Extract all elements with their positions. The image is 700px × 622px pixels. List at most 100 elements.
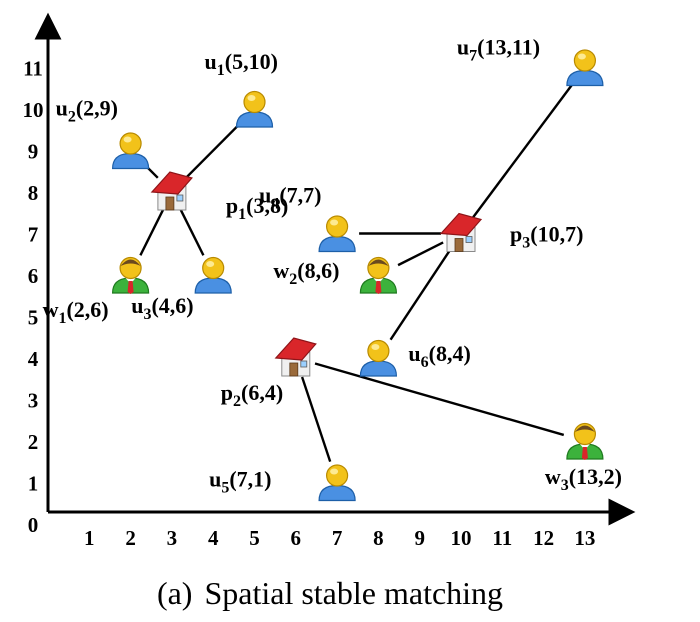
x-tick-label: 2	[125, 526, 136, 550]
edge-p1-u3	[179, 209, 205, 256]
label-coords: (8,6)	[297, 258, 339, 283]
p3-house-icon	[439, 212, 483, 252]
caption-text: Spatial stable matching	[204, 575, 503, 611]
x-tick-label: 10	[451, 526, 472, 550]
label-coords: (13,11)	[477, 35, 540, 60]
label-letter: u	[131, 293, 143, 318]
label-coords: (10,7)	[530, 222, 583, 247]
p1-house-icon	[150, 171, 193, 211]
label-subscript: 1	[217, 62, 225, 79]
label-letter: w	[43, 297, 59, 322]
u1-user-icon	[235, 90, 274, 128]
node-labels: u1(5,10)u2(2,9)u3(4,6)u4(7,7)u5(7,1)u6(8…	[43, 35, 622, 497]
matching-edges	[139, 84, 573, 462]
edge-p1-w1	[139, 209, 165, 256]
label-letter: p	[226, 193, 238, 218]
u6-user-icon	[359, 339, 398, 377]
figure-caption: (a) Spatial stable matching	[157, 575, 503, 611]
p2-house-icon	[274, 337, 317, 377]
label-w2: w2(8,6)	[273, 258, 339, 288]
label-u5: u5(7,1)	[209, 467, 271, 497]
label-letter: u	[457, 35, 469, 60]
label-subscript: 5	[221, 480, 229, 497]
label-letter: u	[408, 341, 420, 366]
y-tick-label: 2	[28, 430, 39, 454]
nodes	[111, 49, 604, 502]
label-p1: p1(3,8)	[226, 193, 288, 223]
y-tick-label: 11	[23, 57, 43, 81]
edge-p3-w2	[397, 241, 444, 267]
x-tick-label: 12	[533, 526, 554, 550]
edge-p1-u1	[185, 123, 240, 179]
edge-p2-u5	[300, 376, 332, 462]
label-p2: p2(6,4)	[221, 380, 283, 410]
y-tick-label: 4	[28, 347, 39, 371]
label-subscript: 3	[561, 477, 569, 494]
label-letter: u	[259, 183, 271, 208]
edge-p3-u6	[389, 249, 451, 341]
edge-p3-u7	[472, 84, 573, 219]
label-p3: p3(10,7)	[510, 222, 583, 252]
label-u6: u6(8,4)	[408, 341, 470, 371]
u2-user-icon	[111, 132, 150, 170]
label-coords: (2,6)	[66, 297, 108, 322]
u5-user-icon	[318, 464, 356, 502]
label-subscript: 2	[233, 393, 241, 410]
label-u1: u1(5,10)	[205, 49, 278, 79]
y-tick-label: 9	[28, 140, 39, 164]
x-tick-label: 4	[208, 526, 219, 550]
x-tick-label: 11	[492, 526, 512, 550]
label-coords: (3,8)	[246, 193, 288, 218]
label-letter: w	[273, 258, 289, 283]
x-tick-label: 5	[249, 526, 260, 550]
y-tick-label: 10	[23, 98, 44, 122]
label-coords: (13,2)	[569, 464, 622, 489]
y-tick-label: 5	[28, 306, 39, 330]
label-subscript: 2	[289, 271, 297, 288]
label-subscript: 2	[68, 109, 76, 126]
label-letter: w	[545, 464, 561, 489]
label-letter: p	[510, 222, 522, 247]
x-tick-label: 7	[332, 526, 343, 550]
w1-worker-icon	[111, 256, 150, 294]
label-subscript: 7	[469, 48, 477, 65]
label-u7: u7(13,11)	[457, 35, 540, 65]
label-subscript: 3	[143, 306, 151, 323]
label-u3: u3(4,6)	[131, 293, 193, 323]
label-coords: (6,4)	[241, 380, 283, 405]
caption-tag: (a)	[157, 575, 193, 611]
label-subscript: 6	[421, 354, 429, 371]
y-tick-label: 6	[28, 264, 39, 288]
y-tick-label: 7	[28, 223, 39, 247]
label-coords: (7,7)	[279, 183, 321, 208]
label-w3: w3(13,2)	[545, 464, 622, 494]
label-u2: u2(2,9)	[56, 96, 118, 126]
x-tick-label: 1	[84, 526, 95, 550]
label-letter: p	[221, 380, 233, 405]
label-letter: u	[205, 49, 217, 74]
x-tick-label: 3	[167, 526, 178, 550]
label-u4: u4(7,7)	[259, 183, 321, 213]
u3-user-icon	[194, 256, 232, 294]
y-tick-label: 8	[28, 181, 39, 205]
y-tick-label: 1	[28, 472, 39, 496]
x-tick-label: 9	[414, 526, 425, 550]
label-coords: (7,1)	[229, 467, 271, 492]
w3-worker-icon	[566, 422, 604, 460]
x-tick-label: 6	[291, 526, 302, 550]
label-coords: (4,6)	[151, 293, 193, 318]
label-coords: (8,4)	[429, 341, 471, 366]
label-letter: u	[56, 96, 68, 121]
label-subscript: 1	[58, 310, 66, 327]
y-tick-label: 0	[28, 513, 39, 537]
u7-user-icon	[566, 49, 604, 87]
label-subscript: 1	[238, 206, 246, 223]
edge-p2-w3	[314, 362, 565, 437]
label-w1: w1(2,6)	[43, 297, 109, 327]
label-subscript: 3	[522, 235, 530, 252]
label-coords: (2,9)	[76, 96, 118, 121]
x-tick-label: 13	[574, 526, 595, 550]
